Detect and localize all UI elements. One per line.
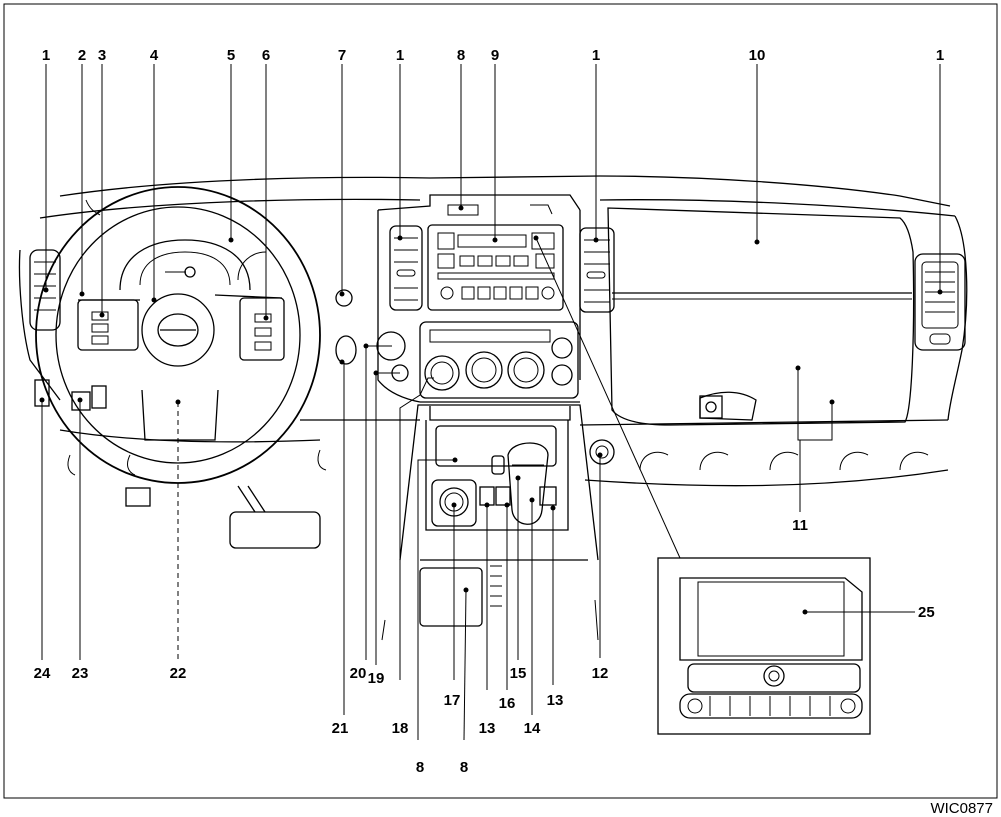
leader-11: [797, 368, 833, 441]
console-side-switch: [589, 439, 615, 465]
callout-18: 18: [392, 720, 409, 737]
callout-6: 6: [262, 47, 270, 64]
steering-column-switches: [34, 289, 357, 549]
leader-20: [365, 345, 392, 660]
callout-8b: 8: [416, 759, 424, 776]
figure-frame: [3, 3, 998, 799]
callout-13b: 13: [547, 692, 564, 709]
callout-5: 5: [227, 47, 235, 64]
leader-dots: [39, 205, 943, 615]
callout-10: 10: [749, 47, 766, 64]
leader-18: [399, 377, 434, 680]
callout-8a: 8: [457, 47, 465, 64]
callout-3: 3: [98, 47, 106, 64]
callout-14: 14: [524, 720, 541, 737]
center-vent-right: [579, 227, 615, 313]
callout-9: 9: [491, 47, 499, 64]
leader-8c: [463, 589, 467, 741]
callout-16: 16: [499, 695, 516, 712]
dash-switches: [376, 331, 409, 382]
callout-21: 21: [332, 720, 349, 737]
callout-1a: 1: [42, 47, 50, 64]
steering-switch-right: [239, 297, 285, 361]
callout-4: 4: [150, 47, 159, 64]
figure-code: WIC0877: [930, 800, 993, 817]
callout-24: 24: [34, 665, 51, 682]
callout-8c: 8: [460, 759, 468, 776]
callout-20: 20: [350, 665, 367, 682]
meter-cluster: [119, 239, 267, 291]
steering-switch-left: [77, 299, 139, 351]
leader-19: [375, 372, 400, 665]
glove-box: [607, 207, 915, 426]
callout-22: 22: [170, 665, 187, 682]
callout-11: 11: [792, 517, 808, 534]
center-console: [381, 404, 599, 641]
callout-17: 17: [444, 692, 461, 709]
callout-2: 2: [78, 47, 86, 64]
callout-19: 19: [368, 670, 385, 687]
leader-21: [342, 361, 345, 715]
callout-23: 23: [72, 665, 89, 682]
heater-controls: [419, 321, 579, 399]
callout-labels: 1 2 3 4 5 6 7 1 8 9 1 10 1 11 25 24 23 2…: [34, 47, 945, 776]
callout-7: 7: [338, 47, 346, 64]
callout-15: 15: [510, 665, 527, 682]
leader-8b: [417, 459, 455, 740]
navigation-inset: [657, 557, 871, 735]
dashboard-outline: [18, 175, 968, 487]
callout-13a: 13: [479, 720, 496, 737]
center-vent-left: [389, 225, 423, 311]
callout-25: 25: [918, 604, 935, 621]
shift-lever: [491, 442, 549, 525]
callout-12: 12: [592, 665, 609, 682]
leader-navi: [535, 237, 681, 559]
callout-1b: 1: [396, 47, 404, 64]
callout-1d: 1: [936, 47, 944, 64]
callout-1c: 1: [592, 47, 600, 64]
audio-unit: [427, 224, 564, 311]
